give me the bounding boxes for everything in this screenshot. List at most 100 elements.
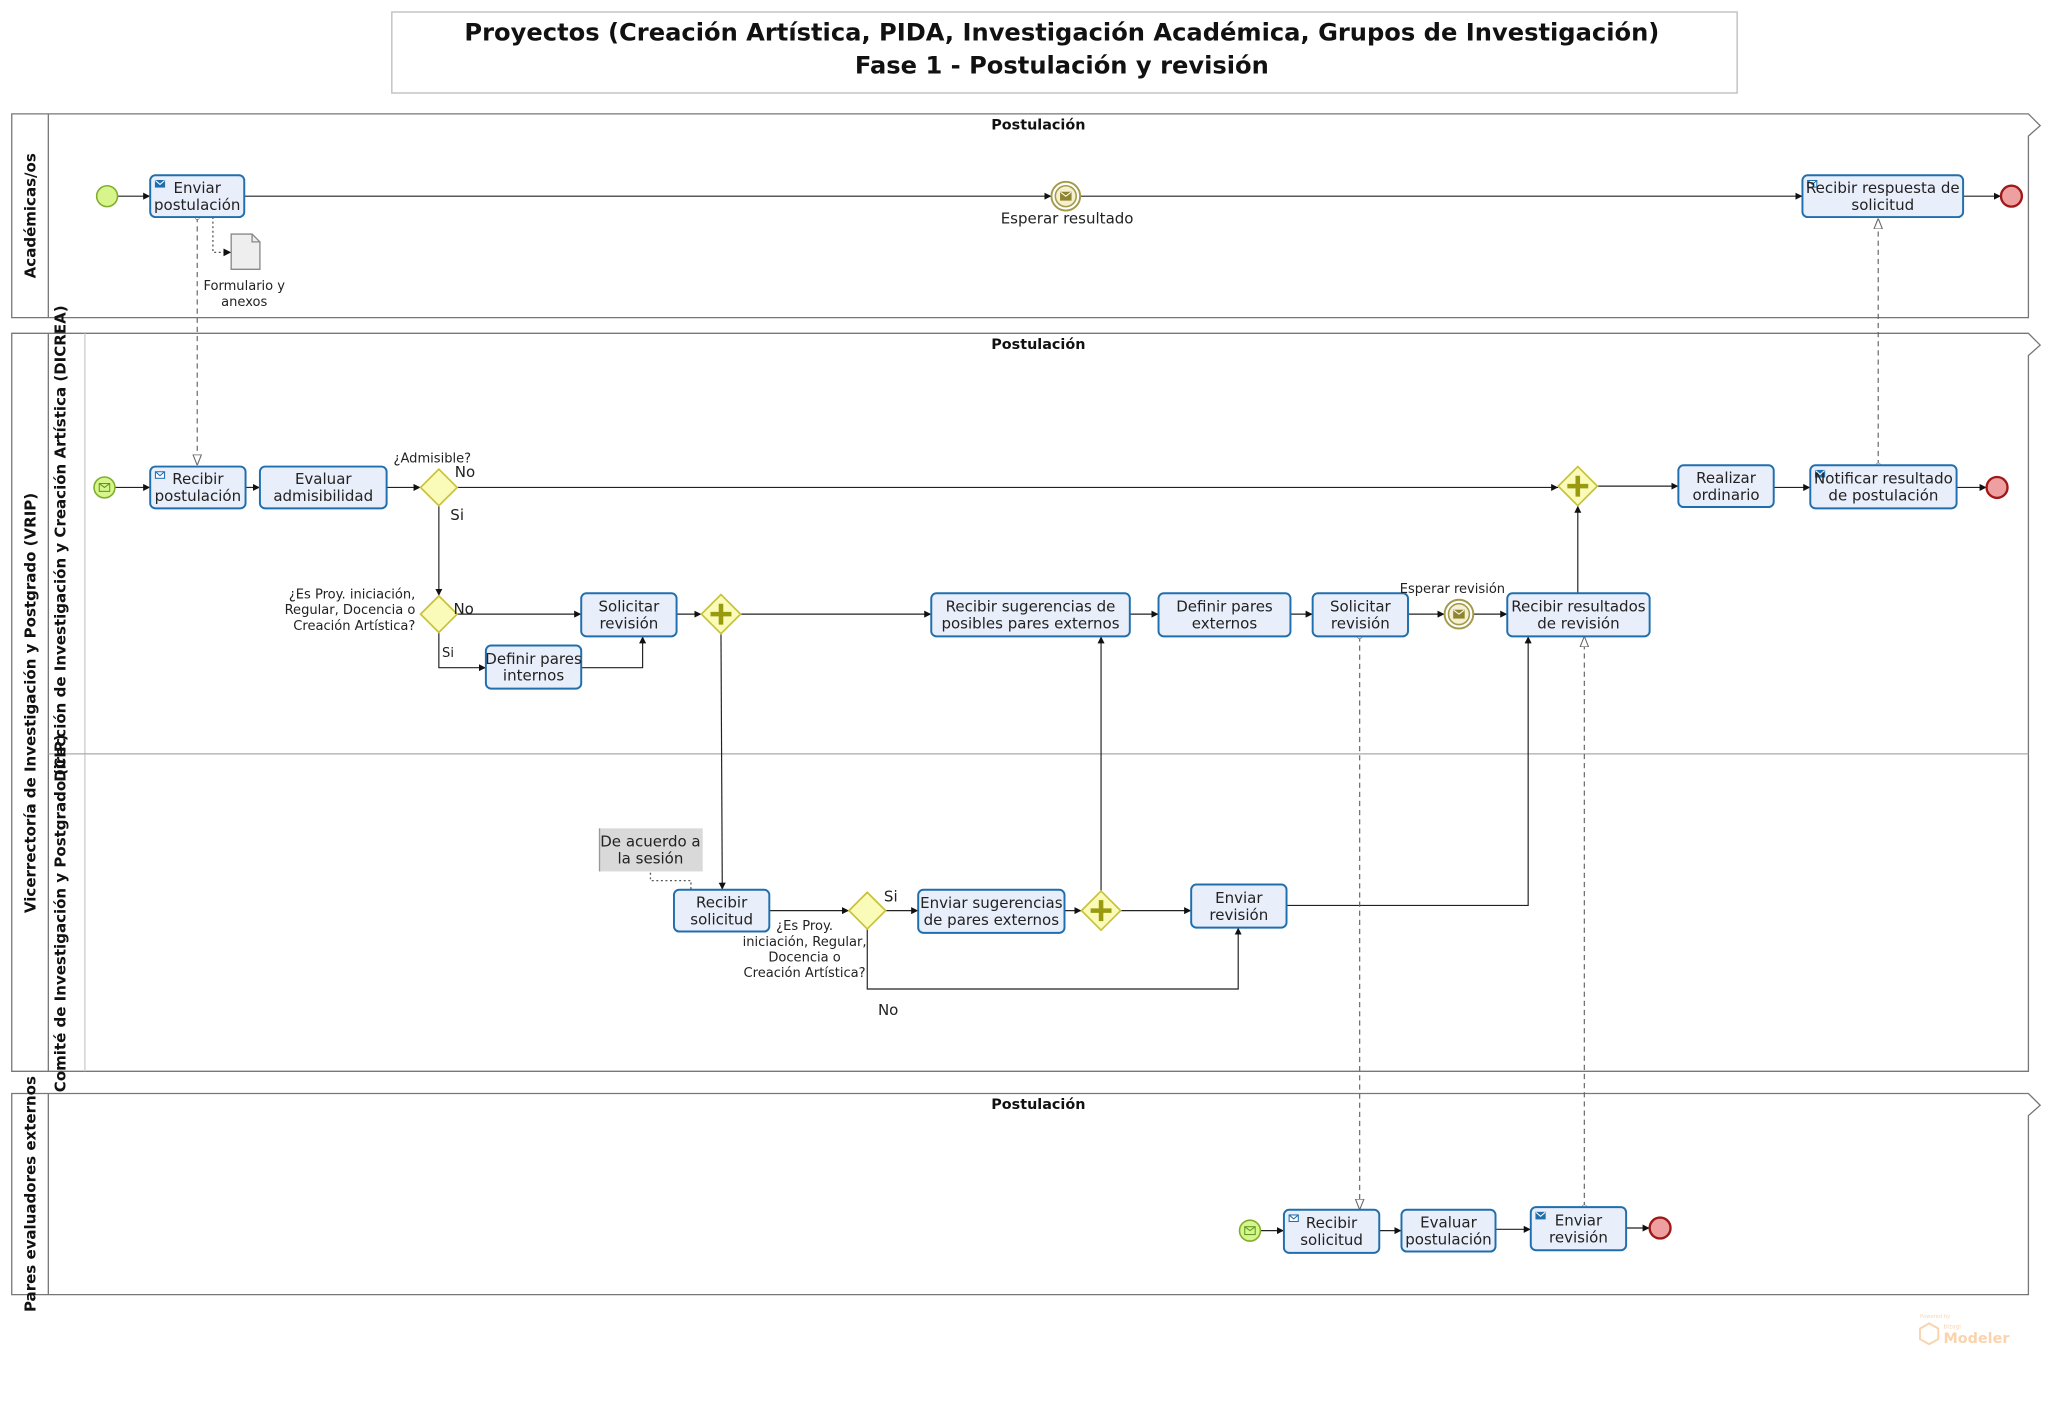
label-esproy1-no: No (453, 600, 473, 618)
task-label: Definir pares (1176, 598, 1273, 616)
end-event-icon[interactable] (1999, 184, 2024, 208)
label-formulario: Formulario y (203, 279, 285, 294)
sequence-flows (114, 192, 2001, 1235)
label-esproy2: iniciación, Regular, (743, 935, 867, 950)
task-label: Enviar (1215, 889, 1263, 907)
text-annotation: De acuerdo a la sesión (598, 828, 703, 890)
exclusive-gateway-icon[interactable] (847, 891, 887, 931)
brand-text: bizagi (1944, 1325, 1962, 1331)
end-event-icon[interactable] (1985, 475, 2009, 500)
pool-label: Vicerrectoría de Investigación y Postgra… (21, 493, 39, 913)
task-label: postulación (1405, 1230, 1491, 1248)
task-label: Realizar (1696, 469, 1757, 487)
task-label: internos (503, 667, 564, 685)
message-intermediate-event-icon[interactable] (1443, 598, 1475, 630)
task-label: Notificar resultado (1814, 470, 1953, 488)
task-label: solicitud (690, 910, 753, 928)
task-label: Recibir resultados (1511, 598, 1645, 616)
task-label: postulación (155, 487, 241, 505)
data-association (212, 217, 232, 257)
label-admisible: ¿Admisible? (394, 452, 472, 467)
annotation-line: la sesión (617, 850, 683, 868)
task-label: Enviar sugerencias (920, 894, 1063, 912)
sequence-flow (581, 636, 647, 669)
lane-label-cip: Comité de Investigación y Postgrado (CIP… (51, 734, 69, 1092)
label-adm-si: Si (450, 506, 464, 524)
task-label: Recibir (1306, 1214, 1358, 1232)
phase-label: Postulación (991, 118, 1085, 134)
label-esproy1: Regular, Docencia o (285, 603, 416, 618)
pool-vrip: Vicerrectoría de Investigación y Postgra… (11, 305, 2042, 1092)
exclusive-gateway-icon[interactable] (419, 467, 459, 507)
label-esproy2: Creación Artística? (744, 966, 866, 981)
send-envelope-icon (154, 179, 166, 188)
task-label: Enviar (1555, 1211, 1603, 1229)
task-label: Solicitar (1330, 598, 1392, 616)
task-label: Recibir respuesta de (1806, 179, 1960, 197)
receive-envelope-icon (1807, 179, 1818, 188)
pool-pares: Pares evaluadores externos Postulación (11, 1076, 2042, 1312)
task-label: ordinario (1693, 486, 1760, 504)
send-envelope-icon (1535, 1211, 1546, 1220)
receive-envelope-icon (1288, 1214, 1299, 1223)
label-esproy2-no: No (878, 1001, 898, 1019)
task-label: de revisión (1537, 615, 1619, 633)
send-envelope-icon (1814, 469, 1826, 478)
title-line-1: Proyectos (Creación Artística, PIDA, Inv… (464, 19, 1659, 47)
bizagi-watermark: Powered by bizagi Modeler (1919, 1314, 2011, 1347)
sequence-flow (718, 633, 726, 890)
powered-by-text: Powered by (1920, 1314, 1950, 1320)
task-label: revisión (1331, 615, 1390, 633)
task-label: admisibilidad (273, 487, 373, 505)
product-text: Modeler (1944, 1331, 2011, 1347)
task-label: Evaluar (295, 470, 352, 488)
sequence-flow (866, 927, 1242, 990)
parallel-gateway-icon[interactable] (700, 593, 742, 635)
task-label: Evaluar (1420, 1213, 1477, 1231)
label-adm-no: No (455, 463, 475, 481)
diagram-title: Proyectos (Creación Artística, PIDA, Inv… (391, 11, 1738, 94)
message-start-event-icon[interactable] (1238, 1219, 1262, 1242)
start-event-icon[interactable] (95, 184, 119, 208)
label-esproy2: ¿Es Proy. (776, 919, 833, 934)
parallel-gateway-icon[interactable] (1080, 889, 1122, 932)
task-label: solicitud (1851, 196, 1914, 214)
label-esproy1: ¿Es Proy. iniciación, (289, 587, 415, 602)
label-esproy2-si: Si (884, 887, 898, 905)
label-esperar-revision: Esperar revisión (1400, 582, 1505, 597)
end-event-icon[interactable] (1648, 1216, 1672, 1240)
task-label: revisión (1209, 906, 1268, 924)
exclusive-gateway-icon[interactable] (419, 594, 459, 634)
parallel-gateway-icon[interactable] (1557, 465, 1599, 507)
task-label: postulación (154, 196, 240, 214)
bizagi-logo-icon (1919, 1322, 1940, 1346)
task-label: Enviar (174, 179, 222, 197)
task-label: Definir pares (485, 650, 582, 668)
label-formulario: anexos (221, 295, 267, 310)
message-start-event-icon[interactable] (93, 476, 116, 499)
message-intermediate-event-icon[interactable] (1050, 180, 1082, 212)
phase-label: Postulación (991, 337, 1085, 353)
task-label: posibles pares externos (941, 615, 1119, 633)
